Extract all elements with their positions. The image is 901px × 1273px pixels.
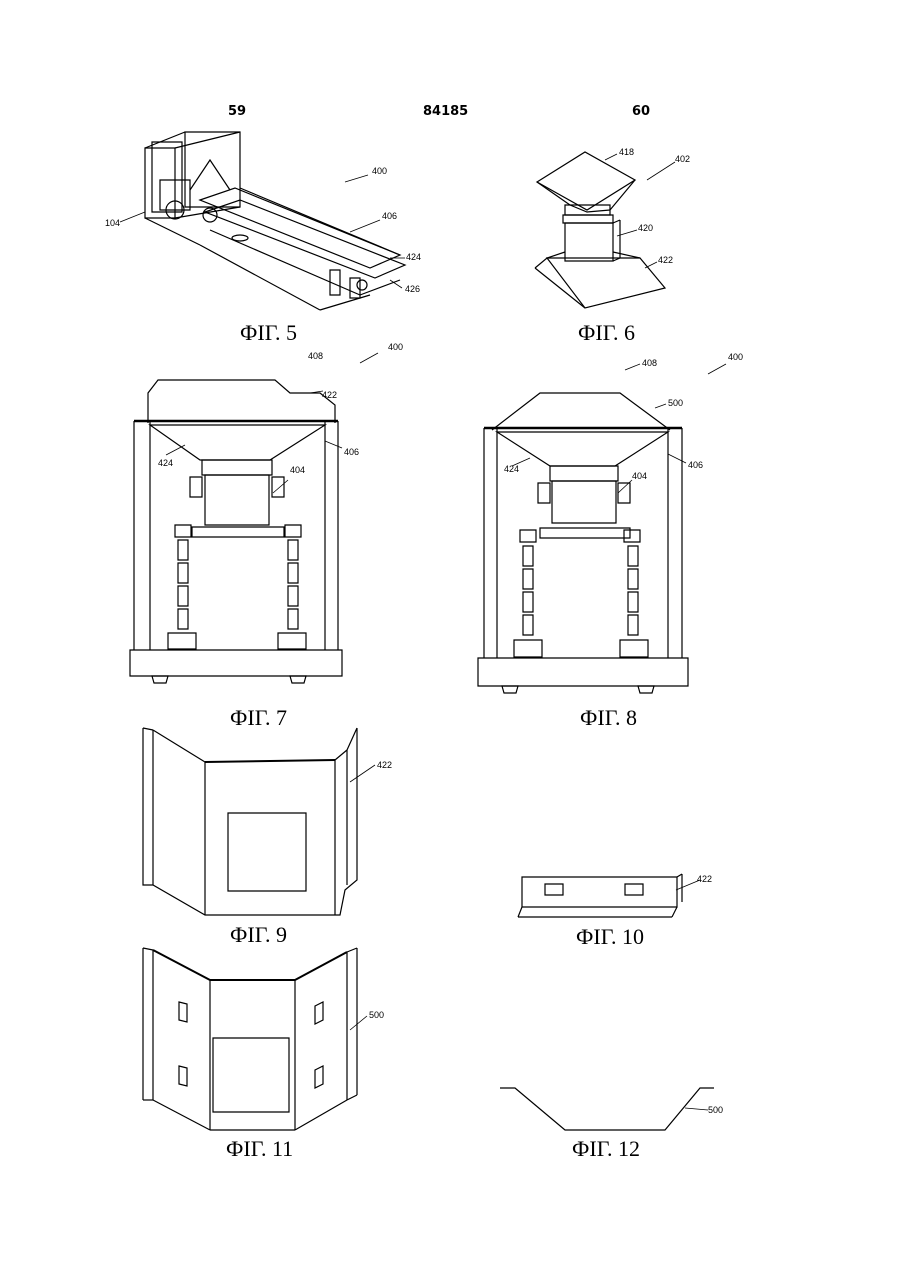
fig5-label-406: 406 — [382, 211, 397, 221]
housing — [484, 428, 682, 658]
weighing-unit — [538, 466, 630, 538]
caption-fig-6: ФІГ. 6 — [578, 320, 635, 346]
figure-6-drawing: 418 402 420 422 — [525, 140, 705, 315]
cover-strip — [518, 874, 682, 917]
left-page-number: 59 — [228, 104, 246, 119]
figure-11-drawing: 500 — [135, 940, 415, 1140]
caption-fig-11: ФІГ. 11 — [226, 1136, 293, 1162]
figure-5-drawing: 400 406 424 426 104 — [100, 120, 440, 320]
caption-fig-8: ФІГ. 8 — [580, 705, 637, 731]
base — [478, 658, 688, 693]
fig7-label-424: 424 — [158, 458, 173, 468]
patent-number: 84185 — [423, 104, 468, 119]
cover-profile — [500, 1088, 714, 1130]
fig9-label-422: 422 — [377, 760, 392, 770]
figure-12-drawing: 500 — [490, 1080, 740, 1140]
cover-panel — [143, 728, 357, 915]
fig12-label-500: 500 — [708, 1105, 723, 1115]
fig7-label-400: 400 — [388, 342, 403, 352]
fig6-label-418: 418 — [619, 147, 634, 157]
top-cover — [134, 380, 338, 423]
right-page-number: 60 — [632, 104, 650, 119]
fig8-label-404: 404 — [632, 471, 647, 481]
fig6-label-402: 402 — [675, 154, 690, 164]
figure-8-drawing: 408 400 500 424 406 404 — [470, 348, 770, 700]
fig6-label-422: 422 — [658, 255, 673, 265]
base — [130, 650, 342, 683]
fig5-label-400: 400 — [372, 166, 387, 176]
top-cover — [484, 393, 682, 430]
fig7-label-406: 406 — [344, 447, 359, 457]
legs — [168, 525, 306, 649]
fig5-label-104: 104 — [105, 218, 120, 228]
housing — [134, 421, 338, 650]
machine-frame — [145, 132, 240, 245]
fig7-label-422: 422 — [322, 390, 337, 400]
fig5-label-426: 426 — [405, 284, 420, 294]
figure-9-drawing: 422 — [135, 720, 415, 925]
figure-7-drawing: 408 400 422 424 406 404 — [120, 335, 420, 695]
weighing-unit — [190, 460, 284, 537]
fig8-label-408: 408 — [642, 358, 657, 368]
fig11-label-500: 500 — [369, 1010, 384, 1020]
conveyor — [200, 188, 405, 310]
fig6-label-420: 420 — [638, 223, 653, 233]
chute — [535, 252, 665, 308]
fig8-label-424: 424 — [504, 464, 519, 474]
cover-panel — [143, 948, 357, 1130]
fig7-label-408: 408 — [308, 351, 323, 361]
fig7-label-404: 404 — [290, 465, 305, 475]
fig10-label-422: 422 — [697, 874, 712, 884]
hopper — [537, 152, 635, 261]
fig8-label-500: 500 — [668, 398, 683, 408]
caption-fig-10: ФІГ. 10 — [576, 924, 644, 950]
legs — [514, 530, 648, 657]
fig8-label-406: 406 — [688, 460, 703, 470]
fig8-label-400: 400 — [728, 352, 743, 362]
caption-fig-12: ФІГ. 12 — [572, 1136, 640, 1162]
fig5-label-424: 424 — [406, 252, 421, 262]
figure-10-drawing: 422 — [510, 862, 750, 927]
